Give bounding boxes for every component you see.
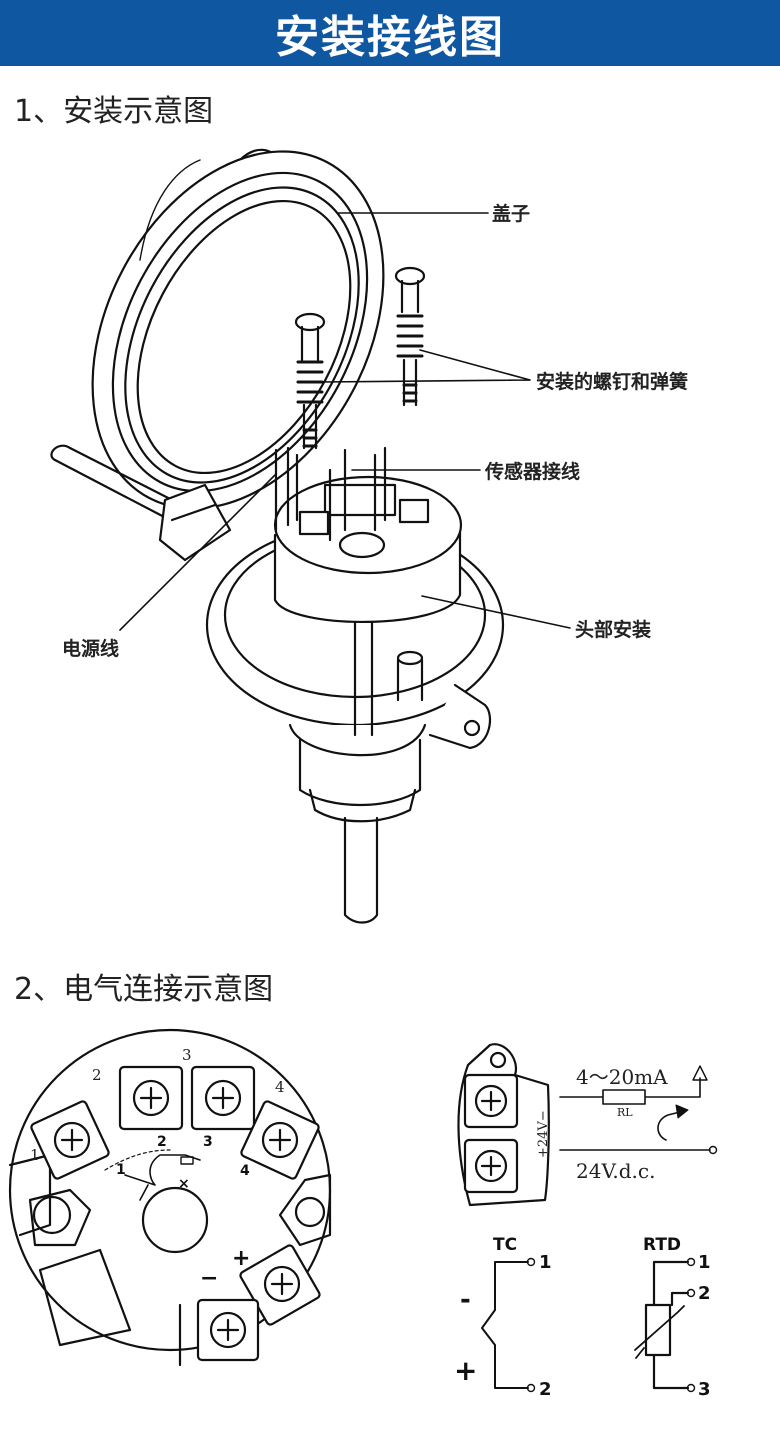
- rtd-symbol: [634, 1257, 696, 1393]
- tc-plus: +: [454, 1354, 477, 1387]
- loop-wiring-diagram: [457, 1043, 718, 1207]
- cover-lid-illustration: [91, 148, 385, 510]
- tc-minus: -: [460, 1285, 471, 1315]
- rtd-pin-2: 2: [698, 1283, 711, 1304]
- current-range-label: 4～20mA: [576, 1065, 668, 1089]
- tc-pin-1: 1: [539, 1252, 552, 1273]
- rtd-pin-3: 3: [698, 1379, 711, 1400]
- installation-heading: 1、安装示意图: [14, 94, 214, 129]
- cable-gland-illustration: [50, 444, 232, 562]
- terminal-number-outer-1: 1: [30, 1146, 40, 1164]
- voltage-vertical-label: +24V−: [536, 1110, 551, 1158]
- load-resistor-label: RL: [617, 1106, 633, 1119]
- page-title: 安装接线图: [275, 12, 505, 63]
- rtd-title: RTD: [643, 1235, 681, 1255]
- rtd-pin-1: 1: [698, 1252, 711, 1273]
- label-sensor-wiring: 传感器接线: [484, 460, 580, 483]
- label-screws-springs: 安装的螺钉和弹簧: [536, 370, 688, 393]
- terminal-number-inner-4: 4: [240, 1163, 250, 1179]
- supply-voltage-label: 24V.d.c.: [576, 1159, 655, 1183]
- screws-illustration: [294, 266, 426, 450]
- label-power-line: 电源线: [62, 637, 119, 660]
- inner-sign: ×: [178, 1176, 190, 1192]
- terminal-number-inner-3: 3: [203, 1134, 213, 1150]
- tc-pin-2: 2: [539, 1379, 552, 1400]
- terminal-number-inner-2: 2: [157, 1134, 167, 1150]
- polarity-minus: −: [200, 1266, 218, 1291]
- title-banner: 安装接线图: [0, 0, 780, 66]
- leader-lines: [119, 212, 571, 631]
- terminal-number-outer-2: 2: [92, 1066, 102, 1084]
- terminal-number-outer-3: 3: [182, 1046, 192, 1064]
- tc-symbol: [481, 1257, 536, 1393]
- terminal-number-inner-1: 1: [116, 1162, 126, 1178]
- terminal-block-diagram: [8, 1028, 332, 1367]
- transmitter-module-illustration: [273, 446, 463, 623]
- tc-title: TC: [493, 1235, 517, 1255]
- terminal-number-outer-4: 4: [275, 1078, 285, 1096]
- label-head-mount: 头部安装: [575, 618, 651, 641]
- wiring-heading: 2、电气连接示意图: [14, 972, 274, 1007]
- label-cover: 盖子: [492, 202, 530, 225]
- polarity-plus: +: [232, 1246, 250, 1271]
